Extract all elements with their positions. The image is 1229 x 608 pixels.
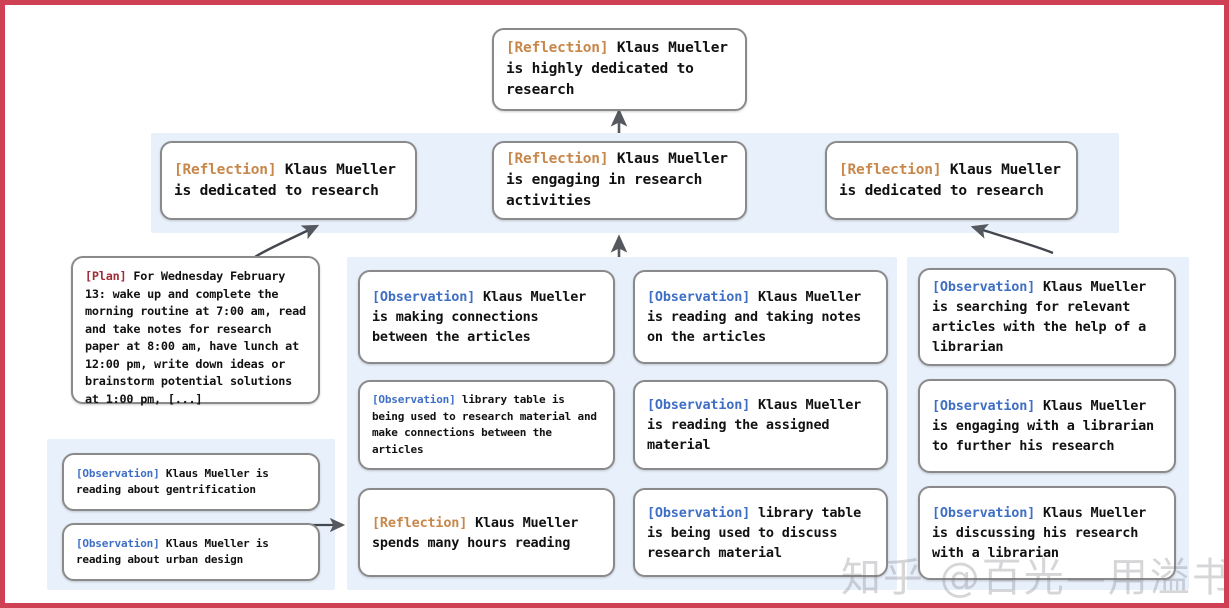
node-body: Klaus Mueller is reading and taking note… — [647, 289, 869, 345]
node-text: [Observation] Klaus Mueller is discussin… — [932, 503, 1162, 563]
node-text: [Reflection] Klaus Mueller is highly ded… — [506, 38, 733, 101]
tag-reflection: [Reflection] — [506, 40, 609, 56]
tag-observation: [Observation] — [372, 393, 456, 406]
node-body: Klaus Mueller is reading the assigned ma… — [647, 397, 869, 453]
tag-plan: [Plan] — [85, 269, 127, 283]
node-body: library table is being used to discuss r… — [647, 504, 869, 561]
node-text: [Observation] Klaus Mueller is making co… — [372, 287, 601, 347]
node-body: Klaus Mueller is dedicated to research — [174, 161, 405, 199]
node-left-observation-1[interactable]: [Observation] Klaus Mueller is reading a… — [62, 453, 320, 511]
node-body: Klaus Mueller is engaging with a librari… — [932, 398, 1162, 454]
node-level2-center[interactable]: [Reflection] Klaus Mueller is engaging i… — [492, 141, 747, 220]
node-text: [Observation] Klaus Mueller is reading t… — [647, 395, 874, 455]
node-body: Klaus Mueller is searching for relevant … — [932, 279, 1154, 355]
node-body: Klaus Mueller spends many hours reading — [372, 514, 587, 551]
node-body: For Wednesday February 13: wake up and c… — [85, 269, 313, 406]
tag-observation: [Observation] — [647, 289, 751, 305]
node-col3-item-3[interactable]: [Observation] Klaus Mueller is discussin… — [918, 486, 1176, 580]
tag-observation: [Observation] — [647, 397, 751, 413]
tag-observation: [Observation] — [76, 536, 160, 550]
node-col1-item-2[interactable]: [Observation] library table is being use… — [358, 380, 615, 470]
node-text: [Observation] Klaus Mueller is reading a… — [76, 466, 306, 499]
node-col2-item-2[interactable]: [Observation] Klaus Mueller is reading t… — [633, 380, 888, 470]
tag-observation: [Observation] — [647, 504, 751, 521]
node-text: [Reflection] Klaus Mueller is dedicated … — [839, 160, 1064, 202]
node-plan[interactable]: [Plan] For Wednesday February 13: wake u… — [71, 256, 320, 406]
tag-reflection: [Reflection] — [174, 161, 277, 178]
tag-reflection: [Reflection] — [372, 514, 468, 531]
tag-observation: [Observation] — [932, 398, 1036, 414]
tag-observation: [Observation] — [76, 466, 160, 480]
tag-observation: [Observation] — [372, 289, 476, 305]
node-level2-left[interactable]: [Reflection] Klaus Mueller is dedicated … — [160, 141, 417, 220]
node-col3-item-1[interactable]: [Observation] Klaus Mueller is searching… — [918, 268, 1176, 366]
node-col1-item-3[interactable]: [Reflection] Klaus Mueller spends many h… — [358, 488, 615, 577]
node-body: library table is being used to research … — [372, 393, 604, 456]
tag-reflection: [Reflection] — [506, 151, 609, 167]
node-text: [Observation] Klaus Mueller is engaging … — [932, 396, 1162, 456]
node-body: Klaus Mueller is highly dedicated to res… — [506, 40, 737, 98]
node-col3-item-2[interactable]: [Observation] Klaus Mueller is engaging … — [918, 379, 1176, 473]
node-text: [Observation] library table is being use… — [372, 392, 601, 458]
node-col2-item-3[interactable]: [Observation] library table is being use… — [633, 488, 888, 577]
node-body: Klaus Mueller is dedicated to research — [839, 161, 1070, 199]
node-text: [Reflection] Klaus Mueller is dedicated … — [174, 160, 403, 202]
node-text: [Reflection] Klaus Mueller spends many h… — [372, 513, 601, 553]
node-root-reflection[interactable]: [Reflection] Klaus Mueller is highly ded… — [492, 28, 747, 111]
tag-observation: [Observation] — [932, 279, 1036, 295]
tag-observation: [Observation] — [932, 505, 1036, 521]
node-level2-right[interactable]: [Reflection] Klaus Mueller is dedicated … — [825, 141, 1078, 220]
node-text: [Observation] library table is being use… — [647, 503, 874, 563]
node-body: Klaus Mueller is reading about gentrific… — [76, 466, 276, 497]
node-col2-item-1[interactable]: [Observation] Klaus Mueller is reading a… — [633, 270, 888, 364]
node-text: [Observation] Klaus Mueller is searching… — [932, 277, 1162, 357]
node-body: Klaus Mueller is reading about urban des… — [76, 536, 276, 567]
node-text: [Observation] Klaus Mueller is reading a… — [647, 287, 874, 347]
node-text: [Reflection] Klaus Mueller is engaging i… — [506, 149, 733, 212]
node-body: Klaus Mueller is engaging in research ac… — [506, 151, 737, 209]
node-text: [Plan] For Wednesday February 13: wake u… — [85, 268, 306, 408]
node-left-observation-2[interactable]: [Observation] Klaus Mueller is reading a… — [62, 523, 320, 581]
tag-reflection: [Reflection] — [839, 161, 942, 178]
node-text: [Observation] Klaus Mueller is reading a… — [76, 536, 306, 569]
node-body: Klaus Mueller is making connections betw… — [372, 289, 594, 345]
node-body: Klaus Mueller is discussing his research… — [932, 505, 1154, 561]
node-col1-item-1[interactable]: [Observation] Klaus Mueller is making co… — [358, 270, 615, 364]
